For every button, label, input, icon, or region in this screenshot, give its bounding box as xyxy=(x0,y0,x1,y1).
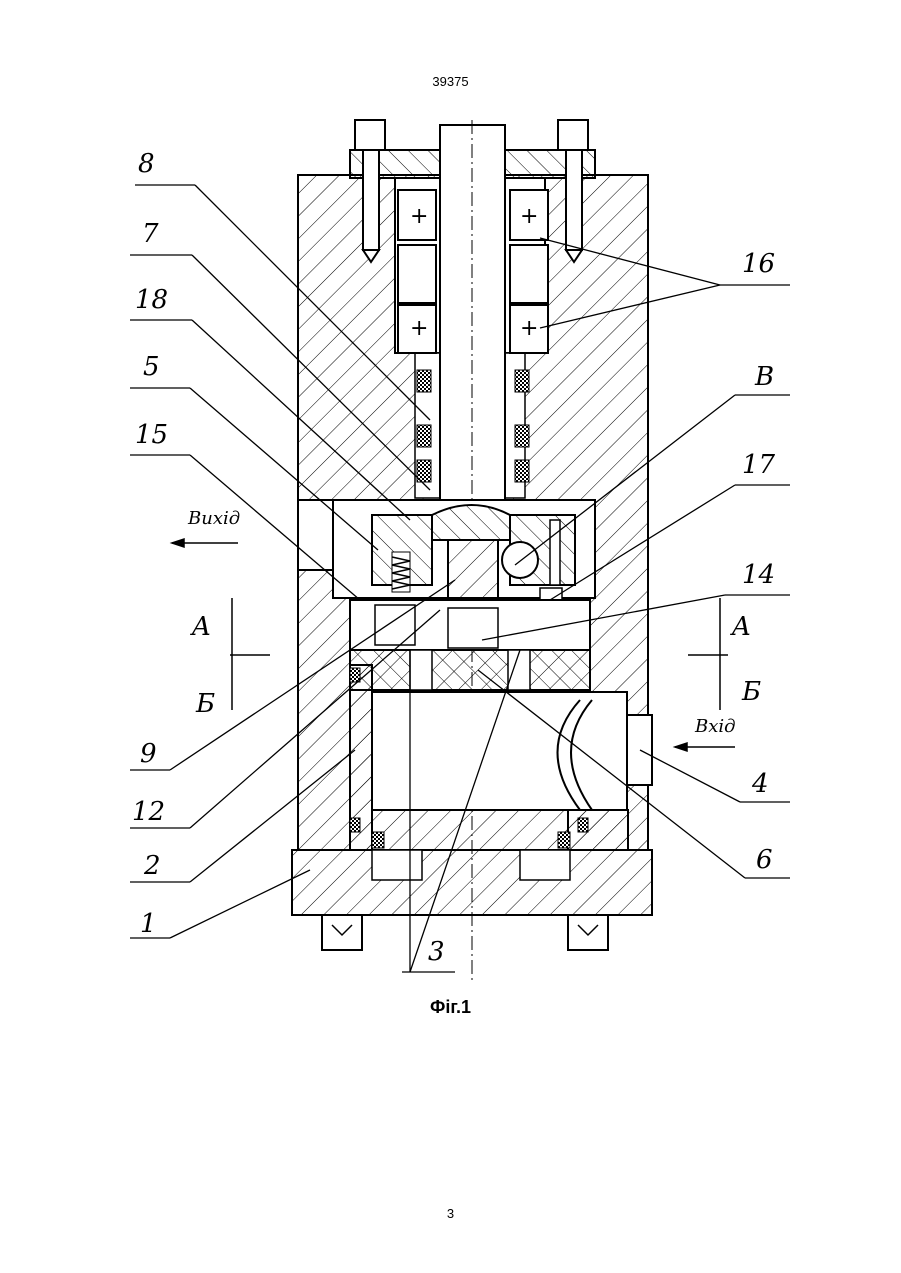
section-label-A-right: A xyxy=(730,612,751,642)
label-9: 9 xyxy=(140,739,157,769)
label-15: 15 xyxy=(135,420,168,450)
label-14: 14 xyxy=(742,560,775,590)
outlet-label: Вихід xyxy=(187,508,240,529)
figure-caption: Фіг.1 xyxy=(0,997,901,1018)
svg-text:+: + xyxy=(410,204,428,229)
label-18: 18 xyxy=(135,285,168,315)
label-6: 6 xyxy=(756,845,773,875)
label-4: 4 xyxy=(751,769,769,799)
label-8: 8 xyxy=(138,149,155,179)
page-number: 3 xyxy=(0,1206,901,1221)
label-7: 7 xyxy=(142,219,159,249)
inlet-label: Вхід xyxy=(694,716,736,737)
label-17: 17 xyxy=(742,450,776,480)
document-number: 39375 xyxy=(0,74,901,89)
technical-drawing: + + + + xyxy=(110,110,800,990)
section-label-A-left: A xyxy=(190,612,211,642)
label-1: 1 xyxy=(140,909,157,939)
svg-text:+: + xyxy=(520,316,538,341)
section-label-B-right: Б xyxy=(741,677,761,707)
label-16: 16 xyxy=(742,249,775,279)
spring xyxy=(392,552,410,592)
svg-text:+: + xyxy=(410,316,428,341)
label-B: B xyxy=(754,362,774,392)
bottom-bolts xyxy=(322,915,608,950)
svg-text:+: + xyxy=(520,204,538,229)
lower-cavity xyxy=(372,692,652,810)
label-3: 3 xyxy=(428,937,445,967)
label-12: 12 xyxy=(132,797,165,827)
label-5: 5 xyxy=(143,352,160,382)
label-2: 2 xyxy=(143,851,161,881)
section-label-B-left: Б xyxy=(195,689,215,719)
base-plate xyxy=(292,850,652,915)
lower-plate xyxy=(350,600,590,690)
